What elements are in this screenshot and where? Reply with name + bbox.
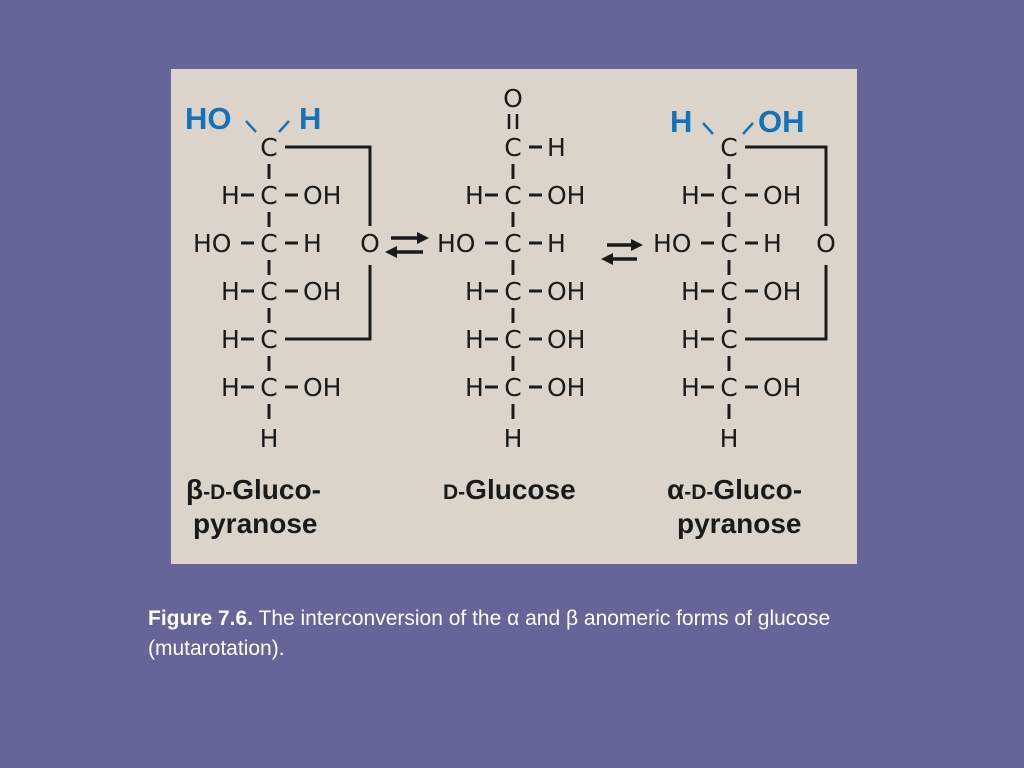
alpha-d-prefix: -D- <box>684 481 713 504</box>
equilibrium-arrows-left <box>385 232 429 258</box>
caption-label: Figure 7.6. <box>148 607 254 630</box>
beta-row3-carbon: C <box>260 277 277 306</box>
beta-row1-carbon: C <box>260 181 277 210</box>
open-row1-left: H <box>465 181 484 210</box>
beta-anomeric-oh: HO <box>185 101 232 136</box>
open-row2-carbon: C <box>504 229 521 258</box>
open-row1-carbon: C <box>504 181 521 210</box>
d-glucose-name: D-Glucose <box>443 474 576 505</box>
open-row4-left: H <box>465 325 484 354</box>
alpha-row4-carbon: C <box>720 325 737 354</box>
beta-row5-carbon: C <box>260 373 277 402</box>
beta-row4-carbon: C <box>260 325 277 354</box>
open-row3-left: H <box>465 277 484 306</box>
alpha-name-line1: α-D-Gluco- <box>667 474 802 505</box>
beta-row2-right: H <box>303 229 322 258</box>
beta-row3-right: OH <box>303 277 341 306</box>
beta-horizontal-bonds <box>241 193 298 389</box>
alpha-greek-letter: α <box>667 474 684 505</box>
alpha-ring-bond-top <box>745 145 828 226</box>
beta-anomeric-h: H <box>299 101 321 136</box>
alpha-row5-right: OH <box>763 373 801 402</box>
open-row1-right: OH <box>547 181 585 210</box>
alpha-row3-carbon: C <box>720 277 737 306</box>
open-name-glucose: Glucose <box>465 474 575 505</box>
alpha-anomeric-carbon: C <box>720 133 737 162</box>
alpha-row3-right: OH <box>763 277 801 306</box>
figure-panel: HO H C H C OH HO C H H C OH H C H C OH <box>171 69 857 564</box>
alpha-row2-right: H <box>763 229 782 258</box>
beta-row3-left: H <box>221 277 240 306</box>
beta-name-gluco: Gluco- <box>232 474 321 505</box>
beta-name-line2: pyranose <box>193 508 318 539</box>
beta-blue-bond-left <box>245 120 257 133</box>
alpha-glucopyranose-structure: H OH C H C OH HO C H H C OH H C H C OH H <box>653 104 836 539</box>
beta-row5-right: OH <box>303 373 341 402</box>
beta-ring-bond-bottom <box>285 265 372 341</box>
d-glucose-structure: O C H H C OH HO C H H C OH H C OH H C OH… <box>437 84 585 505</box>
alpha-ring-oxygen: O <box>816 229 836 258</box>
alpha-blue-bond-left <box>702 122 714 135</box>
beta-d-prefix: -D- <box>203 481 232 504</box>
open-carbonyl-oxygen: O <box>503 84 523 113</box>
open-row3-right: OH <box>547 277 585 306</box>
alpha-name-line2: pyranose <box>677 508 802 539</box>
beta-row5-left: H <box>221 373 240 402</box>
open-row5-carbon: C <box>504 373 521 402</box>
alpha-horizontal-bonds <box>701 193 758 389</box>
alpha-row5-carbon: C <box>720 373 737 402</box>
alpha-row5-left: H <box>681 373 700 402</box>
beta-glucopyranose-structure: HO H C H C OH HO C H H C OH H C H C OH <box>185 101 380 539</box>
beta-row2-carbon: C <box>260 229 277 258</box>
alpha-bottom-h: H <box>720 424 739 453</box>
figure-caption: Figure 7.6. The interconversion of the α… <box>148 604 888 664</box>
alpha-row3-left: H <box>681 277 700 306</box>
alpha-blue-bond-right <box>742 122 754 135</box>
alpha-row1-carbon: C <box>720 181 737 210</box>
beta-row2-left: HO <box>193 229 231 258</box>
alpha-row2-carbon: C <box>720 229 737 258</box>
beta-greek-letter: β <box>186 474 203 505</box>
alpha-name-gluco: Gluco- <box>713 474 802 505</box>
alpha-anomeric-oh: OH <box>758 104 805 139</box>
beta-bottom-h: H <box>260 424 279 453</box>
beta-ring-bond-top <box>285 145 372 226</box>
alpha-row1-right: OH <box>763 181 801 210</box>
open-row3-carbon: C <box>504 277 521 306</box>
open-d-prefix: D- <box>443 481 465 504</box>
beta-row1-left: H <box>221 181 240 210</box>
alpha-row2-left: HO <box>653 229 691 258</box>
alpha-ring-bond-bottom <box>745 265 828 341</box>
open-row5-right: OH <box>547 373 585 402</box>
beta-row1-right: OH <box>303 181 341 210</box>
alpha-row4-left: H <box>681 325 700 354</box>
open-row2-right: H <box>547 229 566 258</box>
beta-blue-bond-right <box>278 120 290 133</box>
equilibrium-arrows-right <box>601 239 643 265</box>
open-top-h: H <box>547 133 566 162</box>
open-row4-carbon: C <box>504 325 521 354</box>
open-horizontal-bonds <box>485 145 542 389</box>
open-row4-right: OH <box>547 325 585 354</box>
alpha-anomeric-h: H <box>670 104 692 139</box>
open-row2-left: HO <box>437 229 475 258</box>
open-top-carbon: C <box>504 133 521 162</box>
caption-text: The interconversion of the α and β anome… <box>148 607 831 660</box>
beta-anomeric-carbon: C <box>260 133 277 162</box>
beta-ring-oxygen: O <box>360 229 380 258</box>
open-row5-left: H <box>465 373 484 402</box>
mutarotation-diagram: HO H C H C OH HO C H H C OH H C H C OH <box>185 84 836 539</box>
beta-row4-left: H <box>221 325 240 354</box>
alpha-row1-left: H <box>681 181 700 210</box>
open-bottom-h: H <box>504 424 523 453</box>
beta-name-line1: β-D-Gluco- <box>186 474 321 505</box>
